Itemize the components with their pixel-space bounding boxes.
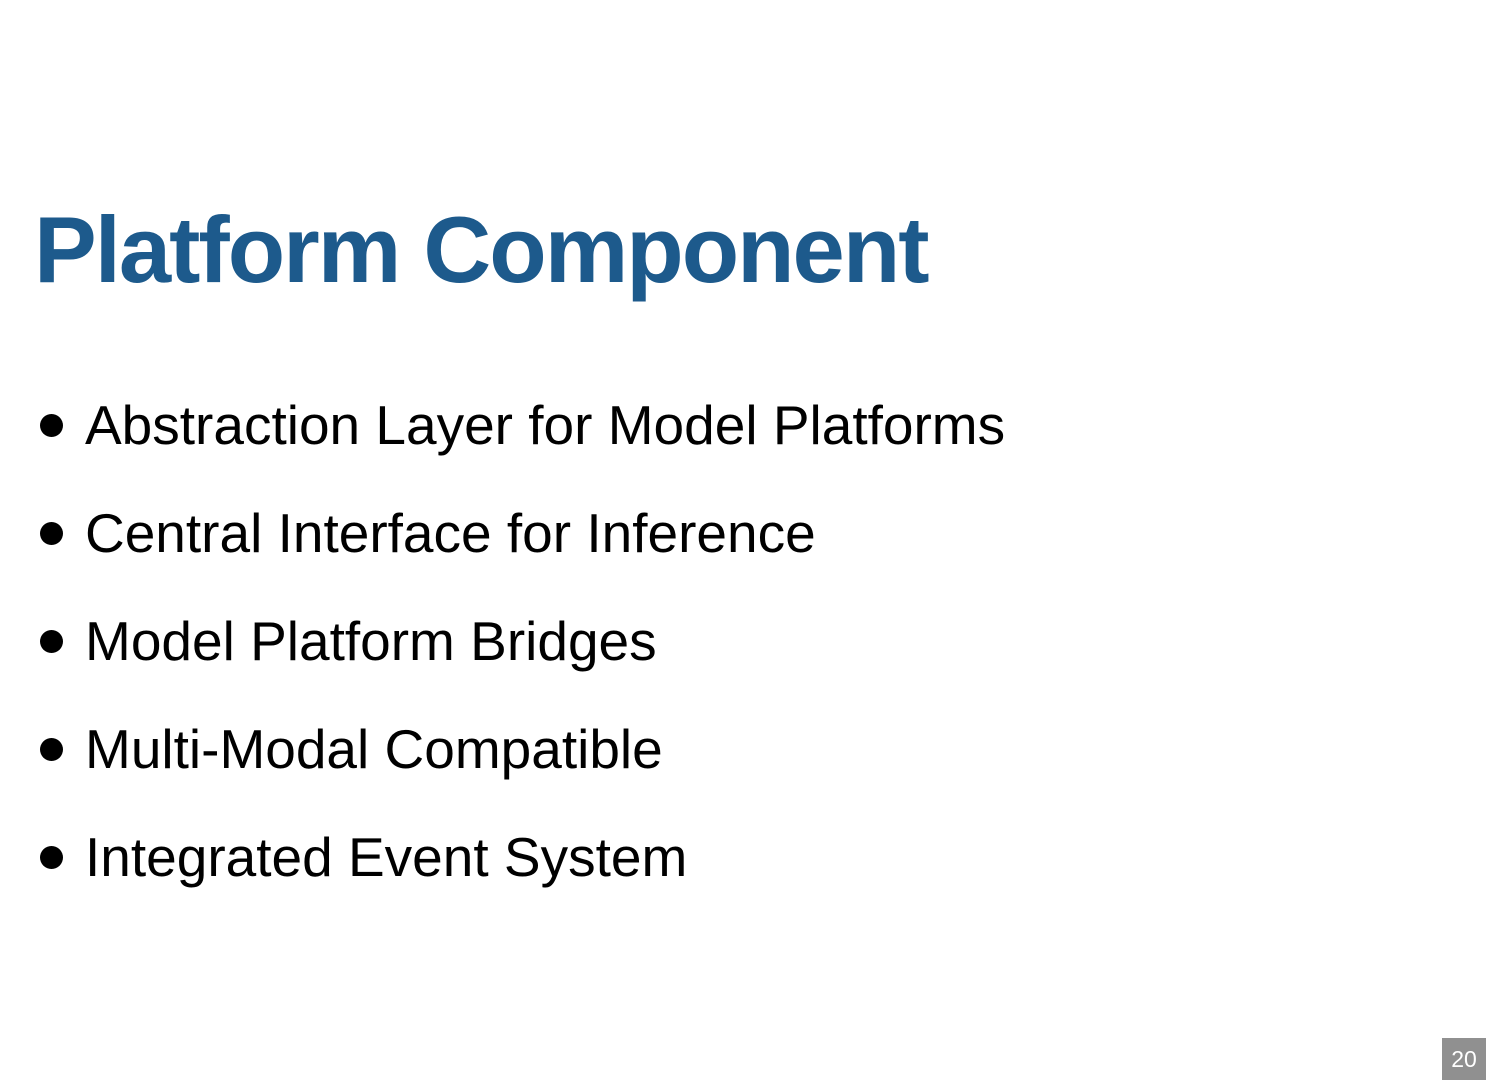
bullet-list: Abstraction Layer for Model Platforms Ce… [0, 371, 1498, 911]
bullet-text: Central Interface for Inference [85, 502, 816, 564]
bullet-text: Model Platform Bridges [85, 610, 657, 672]
slide-title: Platform Component [34, 197, 930, 302]
bullet-text: Integrated Event System [85, 826, 688, 888]
list-item: Model Platform Bridges [0, 587, 1498, 695]
bullet-dot-icon [40, 737, 63, 761]
bullet-dot-icon [40, 521, 63, 545]
page-number-badge: 20 [1442, 1038, 1486, 1080]
bullet-text: Multi-Modal Compatible [85, 718, 663, 780]
bullet-dot-icon [40, 629, 63, 653]
list-item: Multi-Modal Compatible [0, 695, 1498, 803]
bullet-dot-icon [40, 413, 63, 437]
bullet-dot-icon [40, 845, 63, 869]
bullet-text: Abstraction Layer for Model Platforms [85, 394, 1006, 456]
list-item: Integrated Event System [0, 803, 1498, 911]
list-item: Central Interface for Inference [0, 479, 1498, 587]
list-item: Abstraction Layer for Model Platforms [0, 371, 1498, 479]
